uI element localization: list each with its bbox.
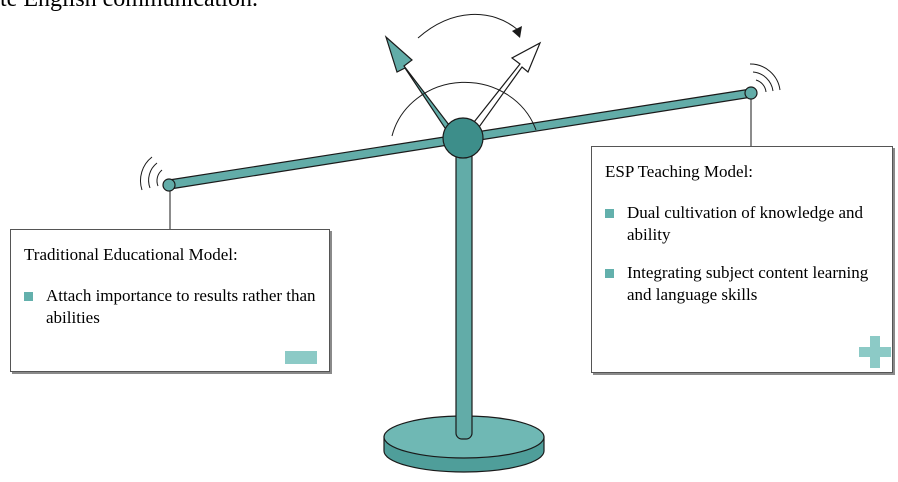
traditional-model-panel: Traditional Educational Model: Attach im… xyxy=(10,229,330,372)
right-beam-end xyxy=(744,86,758,100)
square-bullet-icon xyxy=(24,292,33,301)
plus-icon xyxy=(859,336,891,368)
square-bullet-icon xyxy=(605,209,614,218)
bullet-text: Integrating subject content learning and… xyxy=(627,263,869,304)
minus-icon xyxy=(285,351,317,364)
list-item: Integrating subject content learning and… xyxy=(605,262,884,306)
bullet-text: Attach importance to results rather than… xyxy=(46,286,316,327)
curved-arrow-head xyxy=(512,26,522,38)
left-beam-end xyxy=(162,178,176,192)
gauge-arc xyxy=(391,81,537,137)
esp-model-panel: ESP Teaching Model: Dual cultivation of … xyxy=(591,146,893,373)
panel-title: ESP Teaching Model: xyxy=(605,162,754,181)
square-bullet-icon xyxy=(605,269,614,278)
panel-title: Traditional Educational Model: xyxy=(24,245,238,264)
scale-pole xyxy=(455,144,473,440)
header-partial-text: te English communication. xyxy=(0,0,258,13)
scale-pivot xyxy=(442,117,484,159)
right-motion-lines xyxy=(749,63,781,93)
curved-arrow-icon xyxy=(417,13,519,39)
bullet-list: Dual cultivation of knowledge and abilit… xyxy=(605,202,884,322)
bullet-list: Attach importance to results rather than… xyxy=(24,285,321,345)
bullet-text: Dual cultivation of knowledge and abilit… xyxy=(627,203,864,244)
list-item: Dual cultivation of knowledge and abilit… xyxy=(605,202,884,246)
list-item: Attach importance to results rather than… xyxy=(24,285,321,329)
left-motion-lines xyxy=(140,156,163,191)
